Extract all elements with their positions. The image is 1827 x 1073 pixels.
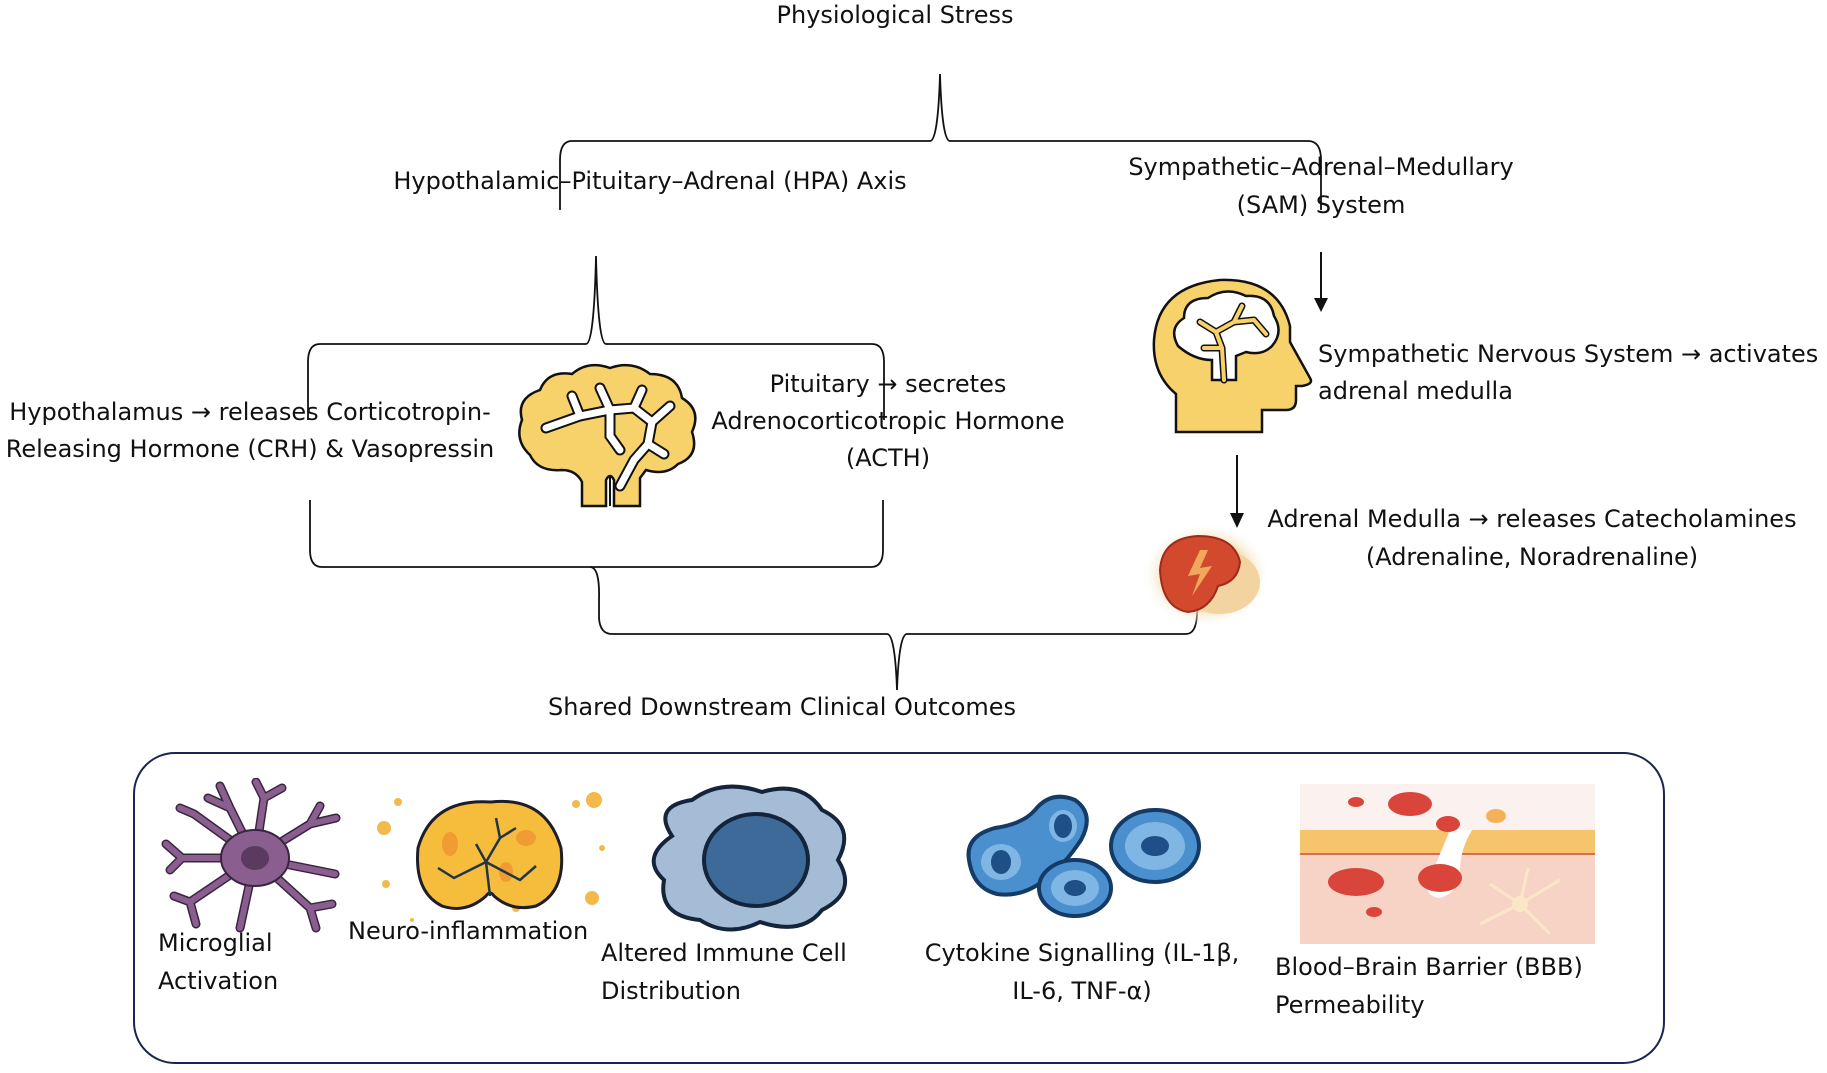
outcome-label-neuroinflammation: Neuro-inflammation: [348, 917, 589, 945]
outcomes-panel: [133, 752, 1665, 1064]
outcome-label-cytokine-line2: IL-6, TNF-α): [1012, 977, 1152, 1005]
hypothalamus-text-line2: Releasing Hormone (CRH) & Vasopressin: [5, 435, 495, 463]
outcome-label-bbb-line1: Blood–Brain Barrier (BBB): [1275, 953, 1583, 981]
outcome-label-microglial-line1: Microglial: [158, 929, 273, 957]
medulla-text-line2: (Adrenaline, Noradrenaline): [1365, 543, 1699, 571]
sns-text-line2: adrenal medulla: [1318, 377, 1513, 405]
brace-top: [559, 73, 1322, 210]
diagram-title: Physiological Stress: [776, 1, 1014, 29]
sam-heading-line2: (SAM) System: [1236, 191, 1406, 219]
pituitary-text-line3: (ACTH): [845, 444, 931, 472]
microglia-icon: [161, 778, 341, 933]
hypothalamus-text-line1: Hypothalamus → releases Corticotropin-: [9, 398, 491, 426]
adrenal-gland-icon: [1142, 523, 1270, 627]
bbb-icon: [1300, 784, 1595, 944]
pituitary-text-line2: Adrenocorticotropic Hormone: [711, 407, 1065, 435]
hpa-heading: Hypothalamic–Pituitary–Adrenal (HPA) Axi…: [393, 167, 907, 195]
sam-heading-line1: Sympathetic–Adrenal–Medullary: [1128, 153, 1514, 181]
outcome-label-bbb-line2: Permeability: [1275, 991, 1425, 1019]
outcome-label-cytokine-line1: Cytokine Signalling (IL-1β,: [924, 939, 1240, 967]
brain-icon: [518, 363, 697, 508]
pituitary-text-line1: Pituitary → secretes: [769, 370, 1007, 398]
outcome-label-microglial-line2: Activation: [158, 967, 279, 995]
brace-shared: [589, 566, 1202, 691]
cytokine-cells-icon: [966, 794, 1201, 918]
outcome-label-immune-line2: Distribution: [601, 977, 742, 1005]
inflamed-brain-icon: [377, 792, 605, 922]
brace-hpa-bottom: [309, 500, 884, 568]
head-brain-icon: [1152, 278, 1313, 434]
immune-cell-icon: [651, 784, 848, 932]
sns-text-line1: Sympathetic Nervous System → activates: [1318, 340, 1819, 368]
arrowhead-2: [1230, 513, 1244, 528]
arrowhead-1: [1314, 298, 1328, 312]
brace-hpa-top: [307, 255, 885, 420]
outcome-label-immune-line1: Altered Immune Cell: [601, 939, 847, 967]
shared-outcomes-heading: Shared Downstream Clinical Outcomes: [547, 693, 1017, 721]
medulla-text-line1: Adrenal Medulla → releases Catecholamine…: [1267, 505, 1797, 533]
